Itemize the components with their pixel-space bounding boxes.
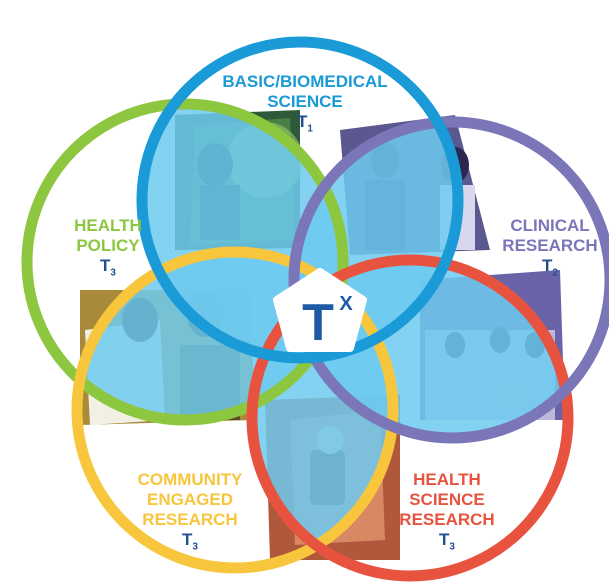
label-clinical-research: CLINICAL RESEARCH T2 bbox=[500, 216, 600, 283]
label-line: RESEARCH bbox=[502, 236, 598, 255]
label-line: COMMUNITY bbox=[137, 470, 243, 489]
health-policy-ring bbox=[21, 98, 349, 426]
label-line: SCIENCE bbox=[409, 490, 485, 509]
community-engaged-research-ring bbox=[71, 246, 399, 574]
label-line: ENGAGED bbox=[147, 490, 233, 509]
center-letter: T bbox=[302, 294, 334, 352]
tier-label: T3 bbox=[100, 256, 116, 279]
label-line: POLICY bbox=[76, 236, 140, 255]
label-line: HEALTH bbox=[74, 216, 142, 235]
tier-label: T3 bbox=[182, 530, 198, 553]
label-line: HEALTH bbox=[413, 470, 481, 489]
tier-label: T1 bbox=[297, 112, 313, 135]
health-science-research-ring bbox=[246, 254, 574, 582]
label-basic-biomedical-science: BASIC/BIOMEDICAL SCIENCE T1 bbox=[220, 72, 390, 139]
label-line: RESEARCH bbox=[399, 510, 495, 529]
label-health-science-research: HEALTH SCIENCE RESEARCH T3 bbox=[392, 470, 502, 557]
clinical-research-ring bbox=[288, 116, 609, 444]
label-community-engaged-research: COMMUNITY ENGAGED RESEARCH T3 bbox=[130, 470, 250, 557]
tier-label: T3 bbox=[439, 530, 455, 553]
label-line: CLINICAL bbox=[510, 216, 590, 235]
label-health-policy: HEALTH POLICY T3 bbox=[58, 216, 158, 283]
center-superscript: X bbox=[339, 293, 353, 315]
label-line: SCIENCE bbox=[267, 92, 343, 111]
basic-biomedical-science-ring bbox=[136, 36, 464, 364]
center-pentagon bbox=[273, 268, 367, 352]
label-line: RESEARCH bbox=[142, 510, 238, 529]
tier-label: T2 bbox=[542, 256, 558, 279]
label-line: BASIC/BIOMEDICAL bbox=[222, 72, 388, 91]
